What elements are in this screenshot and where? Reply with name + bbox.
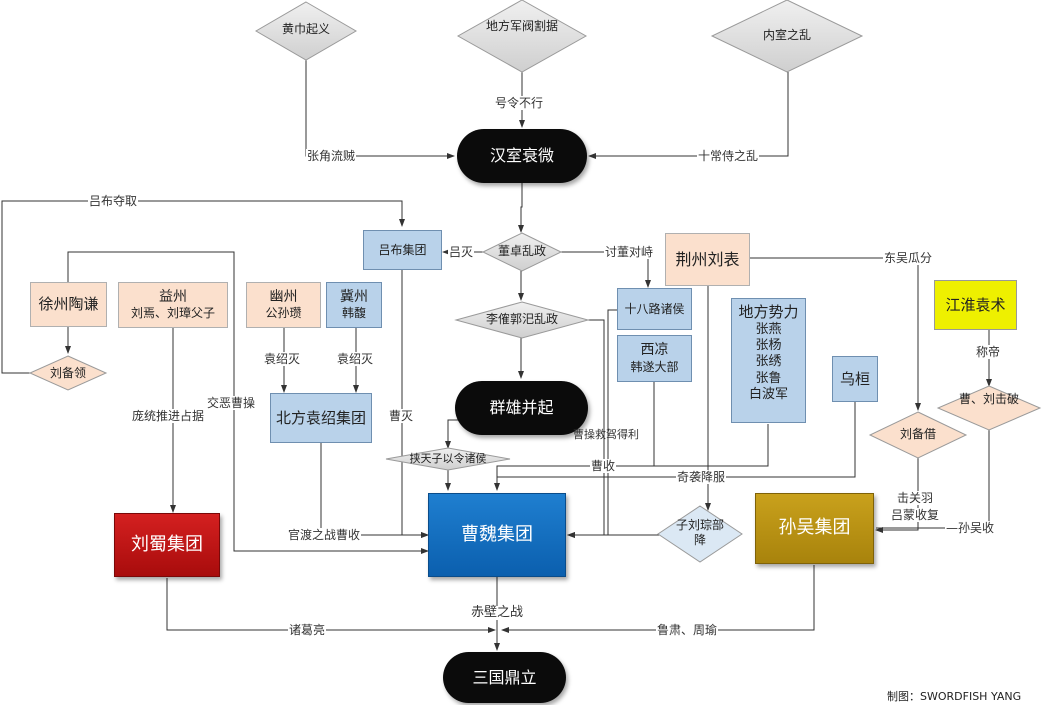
edge-label-zhugeliang: 诸葛亮 bbox=[288, 623, 327, 637]
edge-label-taodong: 讨董对峙 bbox=[604, 245, 655, 259]
liubei-jie-label: 刘备借 bbox=[899, 427, 936, 441]
diamond-shapes bbox=[28, 0, 1042, 563]
difang-item: 张鲁 bbox=[755, 370, 782, 386]
diamond-caoliu bbox=[936, 385, 1042, 431]
wei-node: 曹魏集团 bbox=[428, 493, 566, 577]
lijue-label: 李傕郭汜乱政 bbox=[485, 312, 558, 326]
edge-label-lvbu-duoqu: 吕布夺取 bbox=[88, 194, 139, 208]
edge-label-jiguanyu-2: 吕蒙收复 bbox=[890, 508, 941, 522]
edge-label-shichang: 十常侍之乱 bbox=[697, 149, 760, 163]
hanshi-label: 汉室衰微 bbox=[489, 146, 554, 165]
xuzhou-node: 徐州陶谦 bbox=[30, 282, 107, 327]
yuanshao-node: 北方袁绍集团 bbox=[270, 393, 372, 443]
neishi-label: 内室之乱 bbox=[762, 28, 811, 42]
shu-node: 刘蜀集团 bbox=[114, 513, 220, 577]
diamond-huangjin bbox=[255, 1, 357, 61]
difang-node: 地方势力 张燕 张杨 张绣 张鲁 白波军 bbox=[731, 298, 806, 423]
yizhou-title: 益州 bbox=[159, 288, 187, 305]
edge-label-dongwu: 东吴瓜分 bbox=[883, 251, 934, 265]
difang-item: 张杨 bbox=[755, 338, 782, 353]
diamond-neishi bbox=[710, 0, 864, 73]
difang-item: 张绣 bbox=[755, 354, 782, 370]
edge-label-lusu: 鲁肃、周瑜 bbox=[656, 623, 719, 637]
edge-label-zhangjiao: 张角流贼 bbox=[306, 149, 357, 163]
edge-label-pangtong: 庞统推进占据 bbox=[131, 409, 206, 423]
lvbu-label: 吕布集团 bbox=[378, 242, 427, 257]
jianghuai-node: 江淮袁术 bbox=[934, 280, 1017, 330]
yuanshao-label: 北方袁绍集团 bbox=[275, 408, 366, 427]
yizhou-sub: 刘焉、刘璋父子 bbox=[130, 306, 215, 321]
diamond-junfa bbox=[456, 0, 588, 73]
hanshi-node: 汉室衰微 bbox=[457, 129, 587, 183]
xuzhou-label: 徐州陶谦 bbox=[38, 295, 99, 314]
edge-label-chengdi: 称帝 bbox=[975, 345, 1002, 359]
edge-label-caoshou: 曹收 bbox=[590, 459, 617, 473]
edge-label-jiaowu: 交恶曹操 bbox=[206, 396, 257, 410]
diamond-liubei-jie bbox=[868, 411, 968, 459]
difang-item: 张燕 bbox=[755, 321, 782, 337]
edge-label-caocao-jiujia: 曹操救驾得利 bbox=[573, 428, 639, 441]
xiliang-node: 西凉 韩遂大部 bbox=[617, 335, 692, 382]
zilicong-label: 子刘琮部降 bbox=[675, 518, 724, 547]
edge-label-haoling: 号令不行 bbox=[494, 96, 545, 110]
jingzhou-label: 荆州刘表 bbox=[675, 249, 740, 269]
difang-title: 地方势力 bbox=[738, 303, 799, 321]
diamond-xietianzi bbox=[385, 447, 511, 471]
edge-label-yuanshaomie-1: 袁绍灭 bbox=[263, 352, 302, 366]
qunxiong-label: 群雄并起 bbox=[489, 398, 554, 417]
credit-text: 制图：SWORDFISH YANG bbox=[887, 690, 1022, 703]
edge-label-jiguanyu-1: 击关羽 bbox=[896, 491, 935, 505]
diamond-zilicong bbox=[657, 505, 743, 563]
dongzhuo-label: 董卓乱政 bbox=[497, 244, 546, 258]
huangjin-label: 黄巾起义 bbox=[281, 22, 330, 36]
shu-label: 刘蜀集团 bbox=[131, 533, 203, 555]
qunxiong-node: 群雄并起 bbox=[455, 381, 588, 435]
edge-label-qixi: 奇袭降服 bbox=[676, 470, 727, 484]
edge-label-guandu: 官渡之战曹收 bbox=[287, 528, 362, 542]
liubei-ling-label: 刘备领 bbox=[49, 366, 86, 380]
wu-node: 孙吴集团 bbox=[755, 493, 874, 564]
wu-label: 孙吴集团 bbox=[778, 517, 851, 539]
xiliang-title: 西凉 bbox=[640, 342, 669, 359]
jizhou-sub: 韩馥 bbox=[341, 306, 366, 321]
edge-label-sunwushou: —孙吴收 bbox=[945, 521, 996, 535]
youzhou-node: 幽州 公孙瓒 bbox=[246, 282, 321, 328]
edge-label-lvtian: 吕灭 bbox=[448, 245, 475, 259]
wei-label: 曹魏集团 bbox=[461, 523, 533, 545]
diamond-dongzhuo bbox=[481, 232, 563, 272]
xietianzi-label: 挟天子以令诸侯 bbox=[409, 452, 487, 465]
diamond-liubei-ling bbox=[28, 355, 108, 391]
jizhou-title: 冀州 bbox=[340, 288, 368, 305]
shibalu-label: 十八路诸侯 bbox=[624, 301, 685, 316]
wuhuan-label: 乌桓 bbox=[839, 369, 870, 388]
edge-label-yuanshaomie-2: 袁绍灭 bbox=[336, 352, 375, 366]
caoliu-label: 曹、刘击破 bbox=[959, 392, 1020, 406]
jingzhou-node: 荆州刘表 bbox=[665, 233, 750, 286]
jizhou-node: 冀州 韩馥 bbox=[326, 282, 382, 328]
sanguo-label: 三国鼎立 bbox=[472, 667, 537, 687]
jianghuai-label: 江淮袁术 bbox=[945, 295, 1006, 314]
youzhou-title: 幽州 bbox=[269, 288, 298, 305]
edge-label-chibi: 赤壁之战 bbox=[470, 605, 525, 620]
shibalu-node: 十八路诸侯 bbox=[617, 288, 692, 330]
xiliang-sub: 韩遂大部 bbox=[630, 359, 679, 374]
difang-item: 白波军 bbox=[748, 386, 788, 402]
youzhou-sub: 公孙瓒 bbox=[265, 306, 302, 321]
junfa-label: 地方军阀割据 bbox=[485, 19, 558, 33]
diamond-lijue bbox=[454, 301, 590, 339]
edge-label-caomie: 曹灭 bbox=[388, 409, 415, 423]
lvbu-node: 吕布集团 bbox=[363, 230, 442, 270]
sanguo-node: 三国鼎立 bbox=[443, 652, 566, 703]
wuhuan-node: 乌桓 bbox=[832, 356, 878, 402]
yizhou-node: 益州 刘焉、刘璋父子 bbox=[118, 282, 228, 328]
